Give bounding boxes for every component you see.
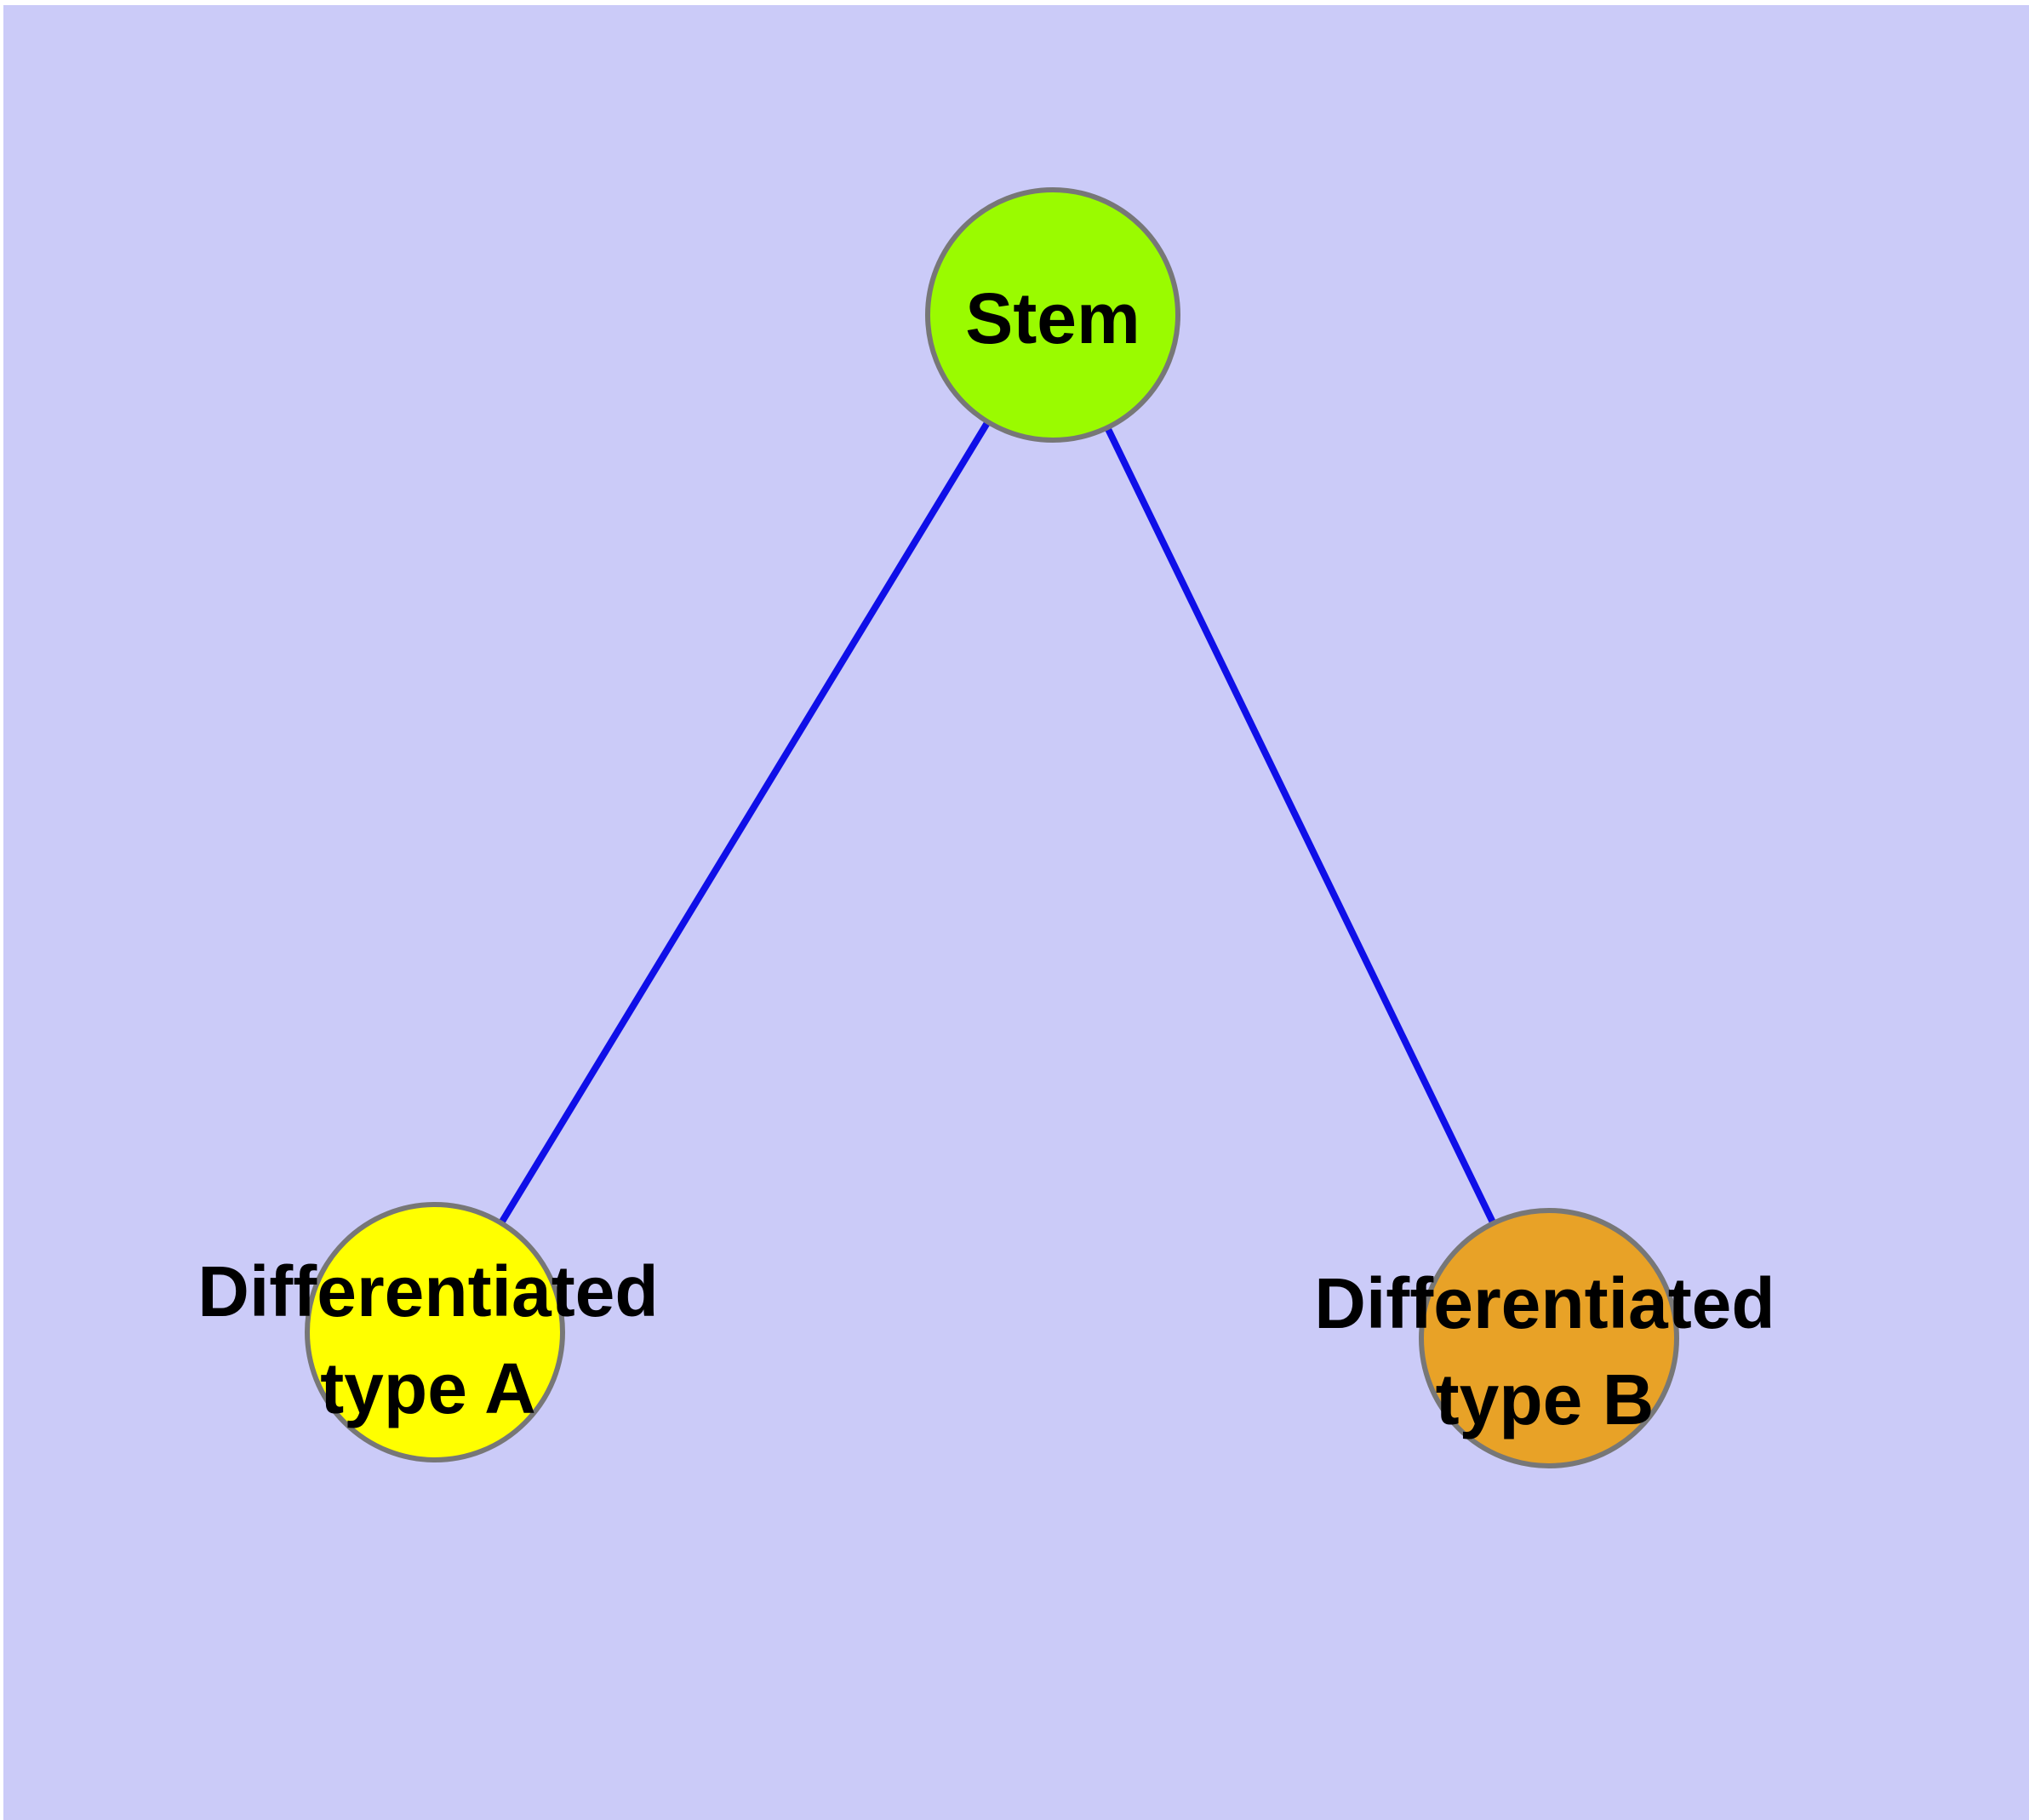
- node-type-b-label-line2: type B: [1436, 1359, 1655, 1439]
- node-type-a-label-line2: type A: [320, 1348, 536, 1428]
- node-type-b-label-line1: Differentiated: [1314, 1263, 1775, 1343]
- node-stem-label: Stem: [965, 278, 1140, 358]
- edge-stem-to-type-b: [1049, 313, 1552, 1340]
- node-differentiated-type-b: [1419, 1208, 1679, 1468]
- node-type-a-label-line1: Differentiated: [197, 1251, 658, 1331]
- node-differentiated-type-a: [305, 1202, 565, 1462]
- node-stem: [925, 187, 1180, 443]
- edge-stem-to-type-a: [432, 312, 1056, 1335]
